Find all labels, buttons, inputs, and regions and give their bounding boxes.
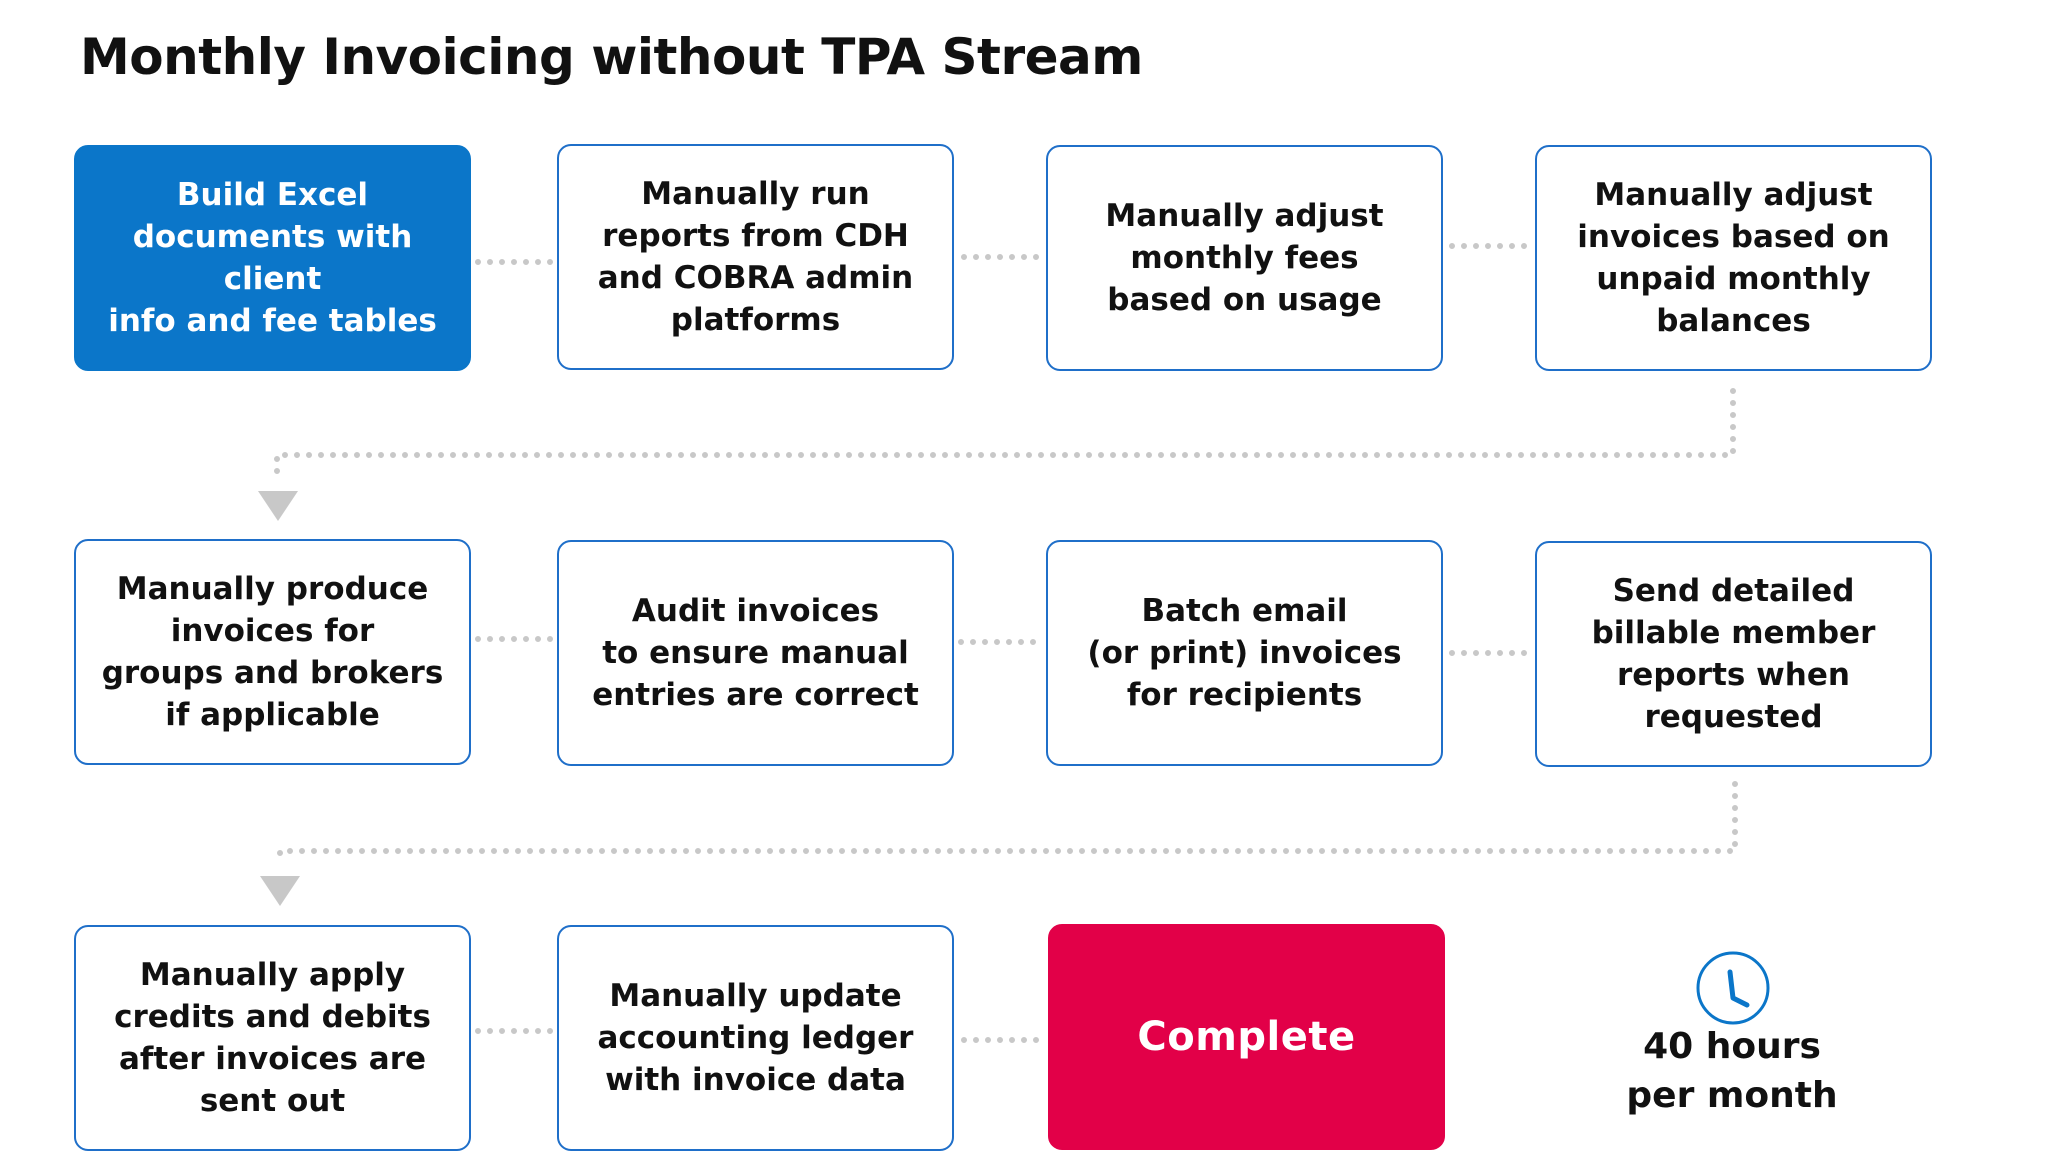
step-complete: Complete: [1048, 924, 1445, 1150]
step-send-reports: Send detailed billable member reports wh…: [1535, 541, 1932, 767]
arrow-down-icon: [260, 876, 300, 906]
arrow-down-icon: [258, 491, 298, 521]
page-title: Monthly Invoicing without TPA Stream: [80, 28, 1143, 86]
step-adjust-invoices: Manually adjust invoices based on unpaid…: [1535, 145, 1932, 371]
step-apply-credits: Manually apply credits and debits after …: [74, 925, 471, 1151]
time-summary: 40 hours per month: [1626, 1026, 1838, 1116]
step-adjust-fees: Manually adjust monthly fees based on us…: [1046, 145, 1443, 371]
connector-row1-row2: [274, 388, 1736, 481]
step-audit-invoices: Audit invoices to ensure manual entries …: [557, 540, 954, 766]
step-run-reports: Manually run reports from CDH and COBRA …: [557, 144, 954, 370]
step-produce-invoices: Manually produce invoices for groups and…: [74, 539, 471, 765]
step-batch-email: Batch email (or print) invoices for reci…: [1046, 540, 1443, 766]
connector-row2-row3: [277, 781, 1738, 867]
clock-icon: [1696, 951, 1770, 1025]
step-build-excel: Build Excel documents with client info a…: [74, 145, 471, 371]
step-update-ledger: Manually update accounting ledger with i…: [557, 925, 954, 1151]
